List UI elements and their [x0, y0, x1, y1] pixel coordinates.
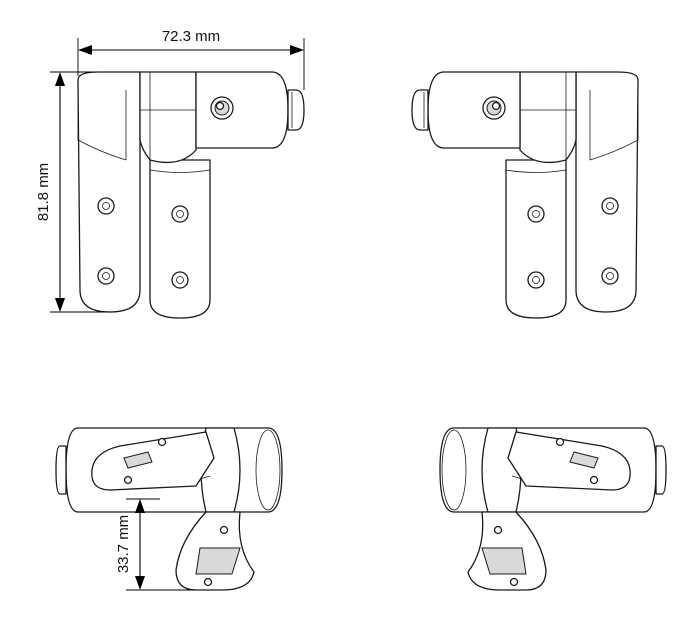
height-label: 81.8 mm	[35, 163, 52, 221]
height-arrow-bottom	[55, 298, 65, 312]
hinge-bottom-view-right	[439, 427, 667, 591]
width-arrow-left	[78, 45, 92, 55]
offset-arrow-bottom	[135, 576, 145, 590]
width-label: 72.3 mm	[162, 28, 220, 45]
width-arrow-right	[290, 45, 304, 55]
offset-dimension: 33.7 mm	[115, 498, 196, 591]
hinge-front-view-right	[411, 71, 639, 319]
height-arrow-top	[55, 72, 65, 86]
hinge-front-view-left	[77, 71, 305, 319]
width-dimension: 72.3 mm	[77, 28, 305, 90]
offset-arrow-top	[135, 499, 145, 513]
hinge-bottom-view-left	[55, 427, 283, 591]
height-dimension: 81.8 mm	[35, 71, 110, 313]
offset-label: 33.7 mm	[115, 515, 132, 573]
